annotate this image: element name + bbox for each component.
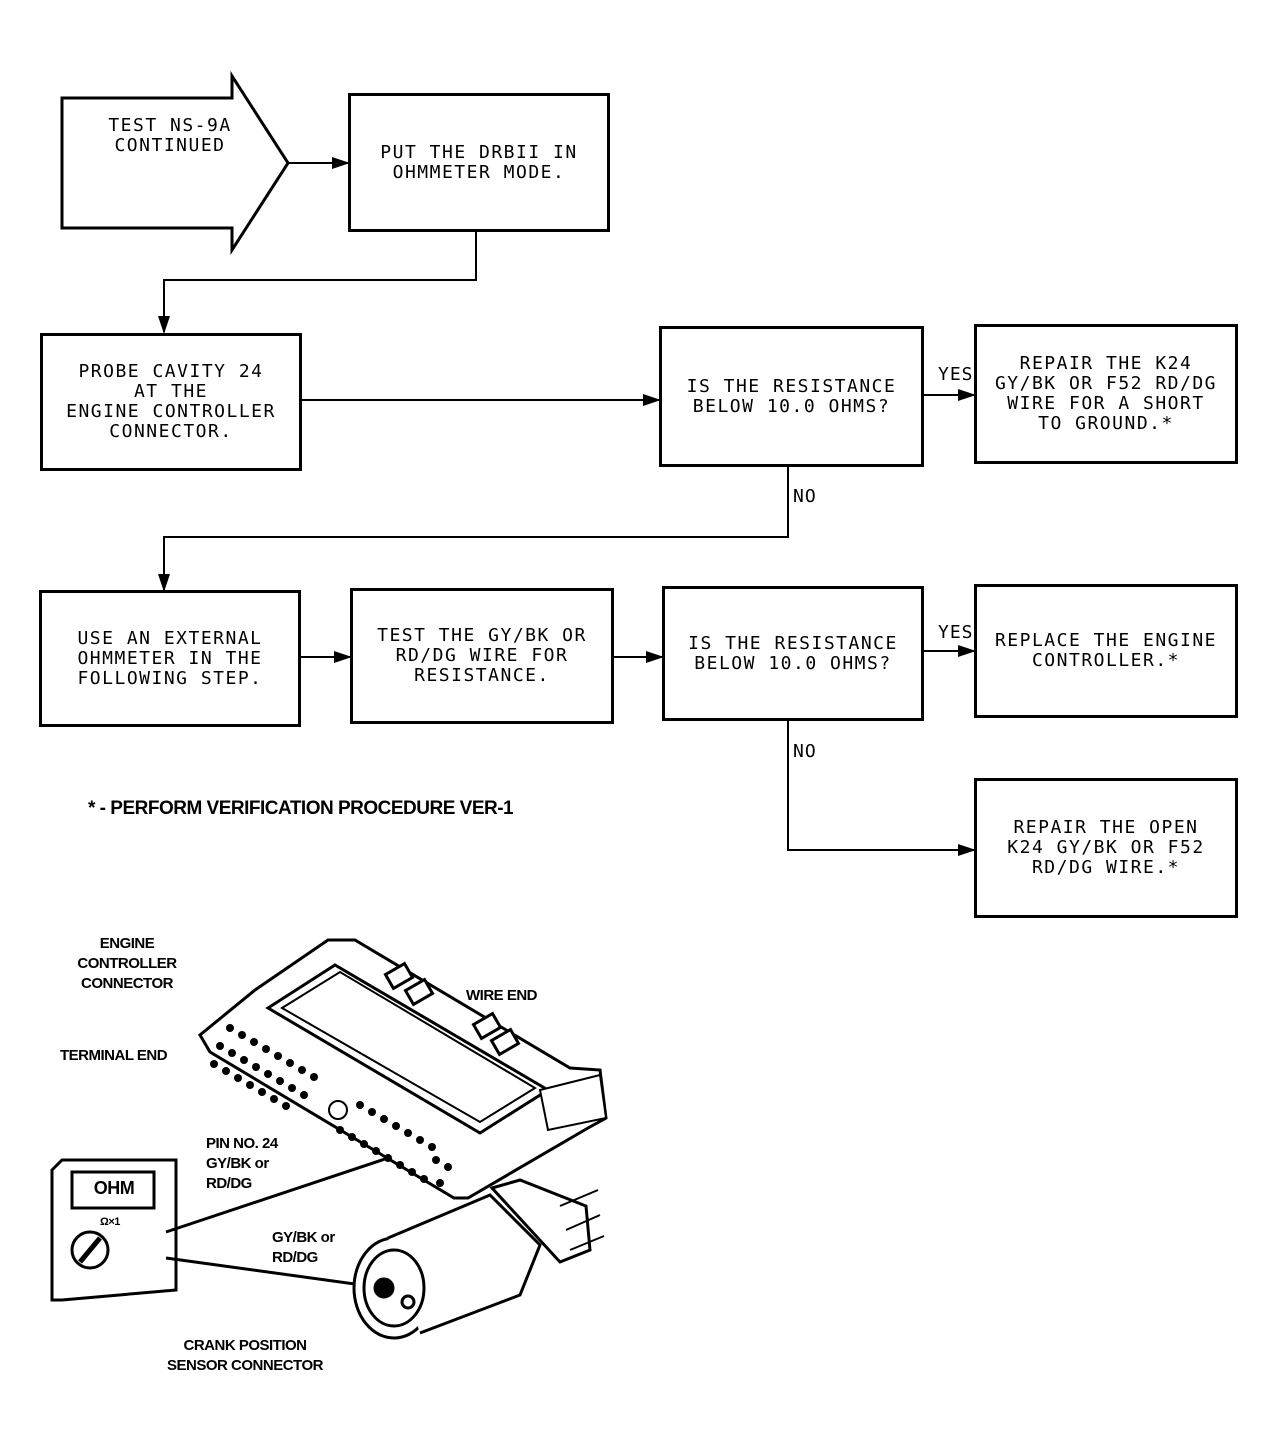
start-arrow-shape bbox=[60, 70, 290, 256]
ohmmeter-drawing bbox=[50, 1158, 178, 1302]
step-repair-open: REPAIR THE OPEN K24 GY/BK OR F52 RD/DG W… bbox=[974, 778, 1238, 918]
decision-resistance-2: IS THE RESISTANCE BELOW 10.0 OHMS? bbox=[662, 586, 924, 721]
decision-resistance-1: IS THE RESISTANCE BELOW 10.0 OHMS? bbox=[659, 326, 924, 467]
yes-label-1: YES bbox=[938, 364, 974, 385]
step-repair-short: REPAIR THE K24 GY/BK OR F52 RD/DG WIRE F… bbox=[974, 324, 1238, 464]
step-drb-ohmmeter-mode: PUT THE DRBII IN OHMMETER MODE. bbox=[348, 93, 610, 232]
crank-sensor-connector-drawing bbox=[352, 1178, 605, 1340]
no-label-1: NO bbox=[793, 486, 817, 507]
engine-controller-connector-label: ENGINE CONTROLLER CONNECTOR bbox=[77, 935, 177, 992]
ohm-display: OHM bbox=[93, 1178, 135, 1198]
start-label: TEST NS-9A CONTINUED bbox=[108, 115, 232, 156]
connector-decision2-no bbox=[787, 721, 976, 856]
no-label-2: NO bbox=[793, 741, 817, 762]
engine-controller-connector-drawing bbox=[198, 938, 608, 1200]
sensor-wire-label: GY/BK or RD/DG bbox=[272, 1229, 335, 1266]
wire-end-label: WIRE END bbox=[466, 987, 538, 1004]
verification-footnote: * - PERFORM VERIFICATION PROCEDURE VER-1 bbox=[88, 798, 514, 819]
meter-range-label: Ω×1 bbox=[100, 1216, 120, 1228]
step-test-wire: TEST THE GY/BK OR RD/DG WIRE FOR RESISTA… bbox=[350, 588, 614, 724]
step-use-external-ohmmeter: USE AN EXTERNAL OHMMETER IN THE FOLLOWIN… bbox=[39, 590, 301, 727]
step-probe-cavity: PROBE CAVITY 24 AT THE ENGINE CONTROLLER… bbox=[40, 333, 302, 471]
connector-drb-to-probe bbox=[158, 232, 477, 334]
probe-leads bbox=[165, 1156, 389, 1290]
terminal-end-label: TERMINAL END bbox=[60, 1047, 168, 1064]
connector-decision1-no bbox=[158, 467, 789, 592]
pin-24-label: PIN NO. 24 GY/BK or RD/DG bbox=[206, 1135, 278, 1192]
step-replace-controller: REPLACE THE ENGINE CONTROLLER.* bbox=[974, 584, 1238, 718]
crank-position-sensor-label: CRANK POSITION SENSOR CONNECTOR bbox=[167, 1337, 323, 1374]
connector-terminal-pins bbox=[210, 1024, 452, 1187]
yes-label-2: YES bbox=[938, 622, 974, 643]
